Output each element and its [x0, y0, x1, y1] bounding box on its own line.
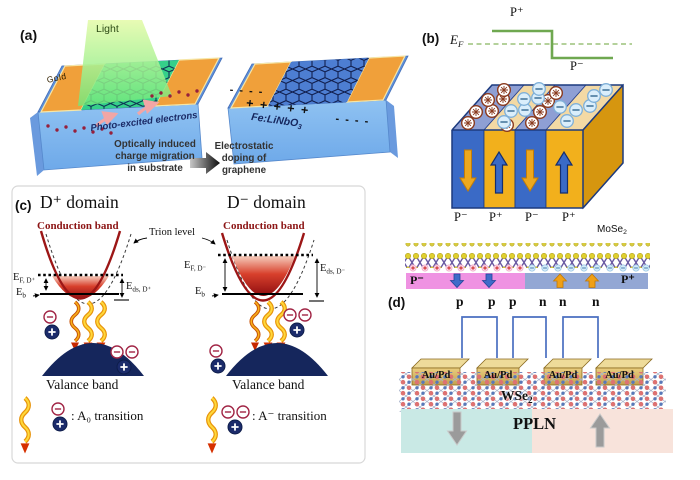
- process-text: Optically induced charge migration in su…: [114, 139, 196, 174]
- light-label: Light: [96, 23, 119, 35]
- mose2-strip: [405, 243, 650, 289]
- p-plus-bar-label: P⁺: [621, 272, 635, 286]
- contact-label: n: [539, 294, 547, 309]
- ppln-label: PPLN: [513, 414, 557, 433]
- domain-label: P⁺: [562, 210, 576, 224]
- domain-label: P⁺: [489, 210, 503, 224]
- d-plus-domain-title: D⁺ domain: [40, 192, 119, 212]
- binding-energy-label: Eb: [16, 287, 26, 300]
- fermi-energy-label: EF, D⁻: [184, 260, 207, 273]
- graphene-lattice: [268, 58, 369, 106]
- panel-a-left-device: [30, 20, 223, 176]
- legend-a-minus: [208, 398, 250, 453]
- result-text: Electrostatic doping of graphene: [214, 141, 274, 176]
- mose2-lattice: [405, 243, 650, 268]
- domain-shift-energy-label: Eds, D⁻: [320, 263, 346, 276]
- panel-a-label: (a): [20, 27, 38, 43]
- contact-label: p: [488, 294, 496, 309]
- wse2-lattice: [399, 372, 666, 412]
- panel-c-label: (c): [15, 198, 32, 213]
- panel-d-label: (d): [388, 295, 406, 310]
- a-minus-transition-legend: : A⁻ transition: [252, 408, 327, 423]
- a0-transition-legend: : A₀ transition: [71, 408, 144, 423]
- panel-c-band-diagrams: [11, 185, 366, 464]
- panel-d-device: [399, 316, 673, 453]
- electron-fill: [232, 256, 295, 296]
- conduction-band-parabola: [39, 230, 122, 300]
- wse2-label: WSe2: [501, 388, 533, 405]
- charge-migration-arrows: [94, 99, 160, 128]
- fermi-energy-label: EF, D⁺: [13, 272, 36, 285]
- exciton-icon: [209, 344, 226, 374]
- panel-b-band-step: [468, 29, 632, 60]
- conduction-band-label: Conduction band: [37, 220, 119, 232]
- exciton-icon: [43, 310, 60, 340]
- contact-label: p: [509, 294, 517, 309]
- trion-icon: [283, 308, 312, 338]
- valence-band-hump: [226, 343, 328, 376]
- mose2-label: MoSe2: [597, 224, 627, 237]
- fermi-level-label: EF: [450, 32, 464, 49]
- light-beam: [78, 20, 172, 106]
- panel-a-right-device: [227, 55, 409, 165]
- d-minus-domain-title: D⁻ domain: [227, 192, 306, 212]
- conduction-band-parabola: [220, 232, 306, 302]
- legend-a0: [21, 398, 68, 453]
- contact-label: p: [456, 294, 464, 309]
- p-minus-bar-label: P⁻: [410, 273, 424, 287]
- binding-energy-label: Eb: [195, 286, 205, 299]
- photon-emission-arrows: [69, 302, 285, 352]
- trion-level-label: Trion level: [149, 227, 195, 238]
- electrode-label: Au/Pd: [548, 370, 578, 381]
- valence-band-label: Valance band: [46, 377, 119, 392]
- p-minus-step-label: P⁻: [570, 59, 584, 73]
- electrode-label: Au/Pd: [605, 370, 634, 381]
- valence-band-label: Valance band: [232, 377, 305, 392]
- contact-label: n: [559, 294, 567, 309]
- process-arrow: [190, 152, 220, 174]
- electrode-label: Au/Pd: [483, 370, 513, 381]
- conduction-band-label: Conduction band: [223, 220, 305, 232]
- panel-b-ferroelectric-box: [451, 81, 624, 210]
- panel-c-border: [11, 185, 366, 464]
- panel-b-label: (b): [422, 31, 440, 46]
- domain-label: P⁻: [525, 210, 539, 224]
- contact-wires: [461, 316, 599, 358]
- domain-label: P⁻: [454, 210, 468, 224]
- photoexcited-electron-dots: [46, 89, 199, 135]
- p-minus-domain-bar: [406, 273, 525, 289]
- domain-shift-energy-label: Eds, D⁺: [126, 281, 152, 294]
- p-plus-step-label: P⁺: [510, 5, 524, 19]
- electrode-label: Au/Pd: [421, 370, 451, 381]
- contact-label: n: [592, 294, 600, 309]
